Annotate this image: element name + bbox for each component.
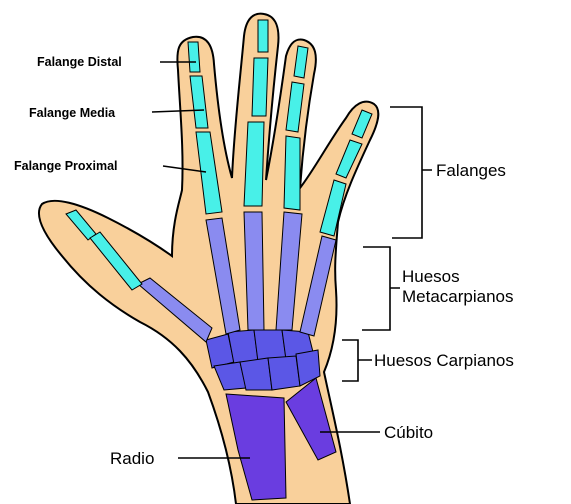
phalanx-bone (252, 58, 268, 116)
bracket-carpianos (342, 340, 372, 381)
label-huesos-metacarpianos-line1: Huesos (402, 267, 460, 286)
metacarpal-bone (244, 212, 264, 330)
carpal-bone (268, 356, 300, 390)
phalanx-bone (258, 20, 268, 52)
phalanx-bone (188, 42, 200, 72)
phalanx-bone (244, 122, 264, 206)
label-huesos-metacarpianos-line2: Metacarpianos (402, 287, 514, 306)
label-cubito: Cúbito (384, 423, 433, 442)
carpal-bones (206, 330, 320, 390)
label-falange-proximal: Falange Proximal (14, 159, 118, 173)
label-radio: Radio (110, 449, 154, 468)
label-falange-distal: Falange Distal (37, 55, 122, 69)
carpal-bone (240, 358, 272, 390)
phalanx-bone (284, 136, 300, 210)
label-falange-media: Falange Media (29, 106, 116, 120)
label-huesos-carpianos: Huesos Carpianos (374, 351, 514, 370)
bracket-falanges (390, 107, 432, 238)
bracket-metacarpianos (362, 247, 400, 330)
label-falanges: Falanges (436, 161, 506, 180)
